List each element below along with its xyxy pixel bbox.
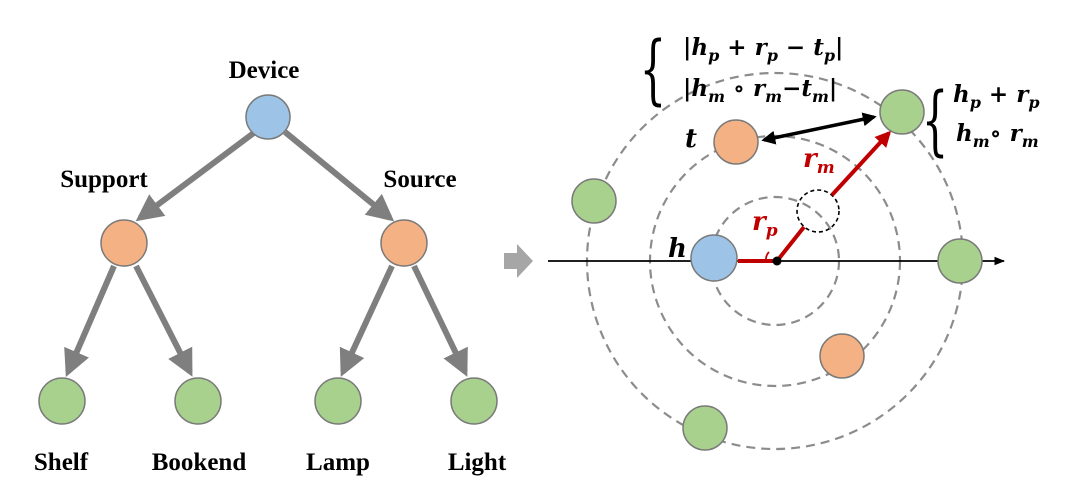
edge-source-lamp (339, 264, 395, 377)
middle-node-bottom (819, 333, 865, 379)
projected-head-node (879, 89, 925, 135)
rp-label: rp (752, 207, 778, 241)
brace-distance-icon: { (640, 26, 667, 114)
node-shelf (38, 377, 86, 425)
label-support: Support (60, 166, 148, 193)
label-device: Device (229, 57, 300, 84)
node-device (245, 94, 291, 140)
hierarchy-tree: Device Support Source Shelf Bookend Lamp… (34, 57, 507, 476)
edge-device-support (135, 129, 257, 222)
head-label: h (668, 234, 687, 264)
embedding-space: h t rp rm { |hp + rp − tp| |hm ∘ rm−tm| … (548, 26, 1040, 451)
angle-arc-icon (765, 251, 770, 262)
node-bookend (174, 377, 222, 425)
label-light: Light (448, 449, 507, 476)
node-lamp (314, 377, 362, 425)
edge-source-light (411, 264, 468, 377)
origin-point (772, 256, 782, 266)
distance-formula-line2: |hm ∘ rm−tm| (683, 75, 837, 106)
label-shelf: Shelf (34, 449, 89, 476)
edge-support-bookend (133, 264, 193, 377)
tree-edges (64, 129, 468, 377)
edge-support-shelf (64, 264, 117, 377)
transition-arrow-icon (504, 244, 533, 278)
node-source (380, 219, 428, 267)
distance-formula-line1: |hp + rp − tp| (683, 34, 843, 65)
relation-rm-vector-2 (830, 130, 892, 197)
projection-point-dashed (796, 189, 840, 233)
edge-device-source (283, 129, 395, 222)
node-light (450, 377, 498, 425)
rm-label: rm (803, 144, 835, 178)
outer-node-bottom (682, 405, 728, 451)
projection-formula-line2: hm∘ rm (956, 120, 1039, 151)
head-node (690, 234, 738, 282)
node-support (100, 219, 148, 267)
outer-node-right (937, 238, 983, 284)
label-lamp: Lamp (306, 449, 370, 476)
relation-rm-vector (775, 225, 806, 263)
brace-projection-icon: { (922, 77, 949, 165)
label-bookend: Bookend (152, 449, 247, 476)
outer-node-left (571, 178, 617, 224)
tail-label: t (685, 124, 697, 154)
tail-node (713, 119, 759, 165)
distance-arrow (761, 112, 877, 145)
projection-formula-line1: hp + rp (953, 81, 1040, 112)
label-source: Source (383, 166, 456, 193)
